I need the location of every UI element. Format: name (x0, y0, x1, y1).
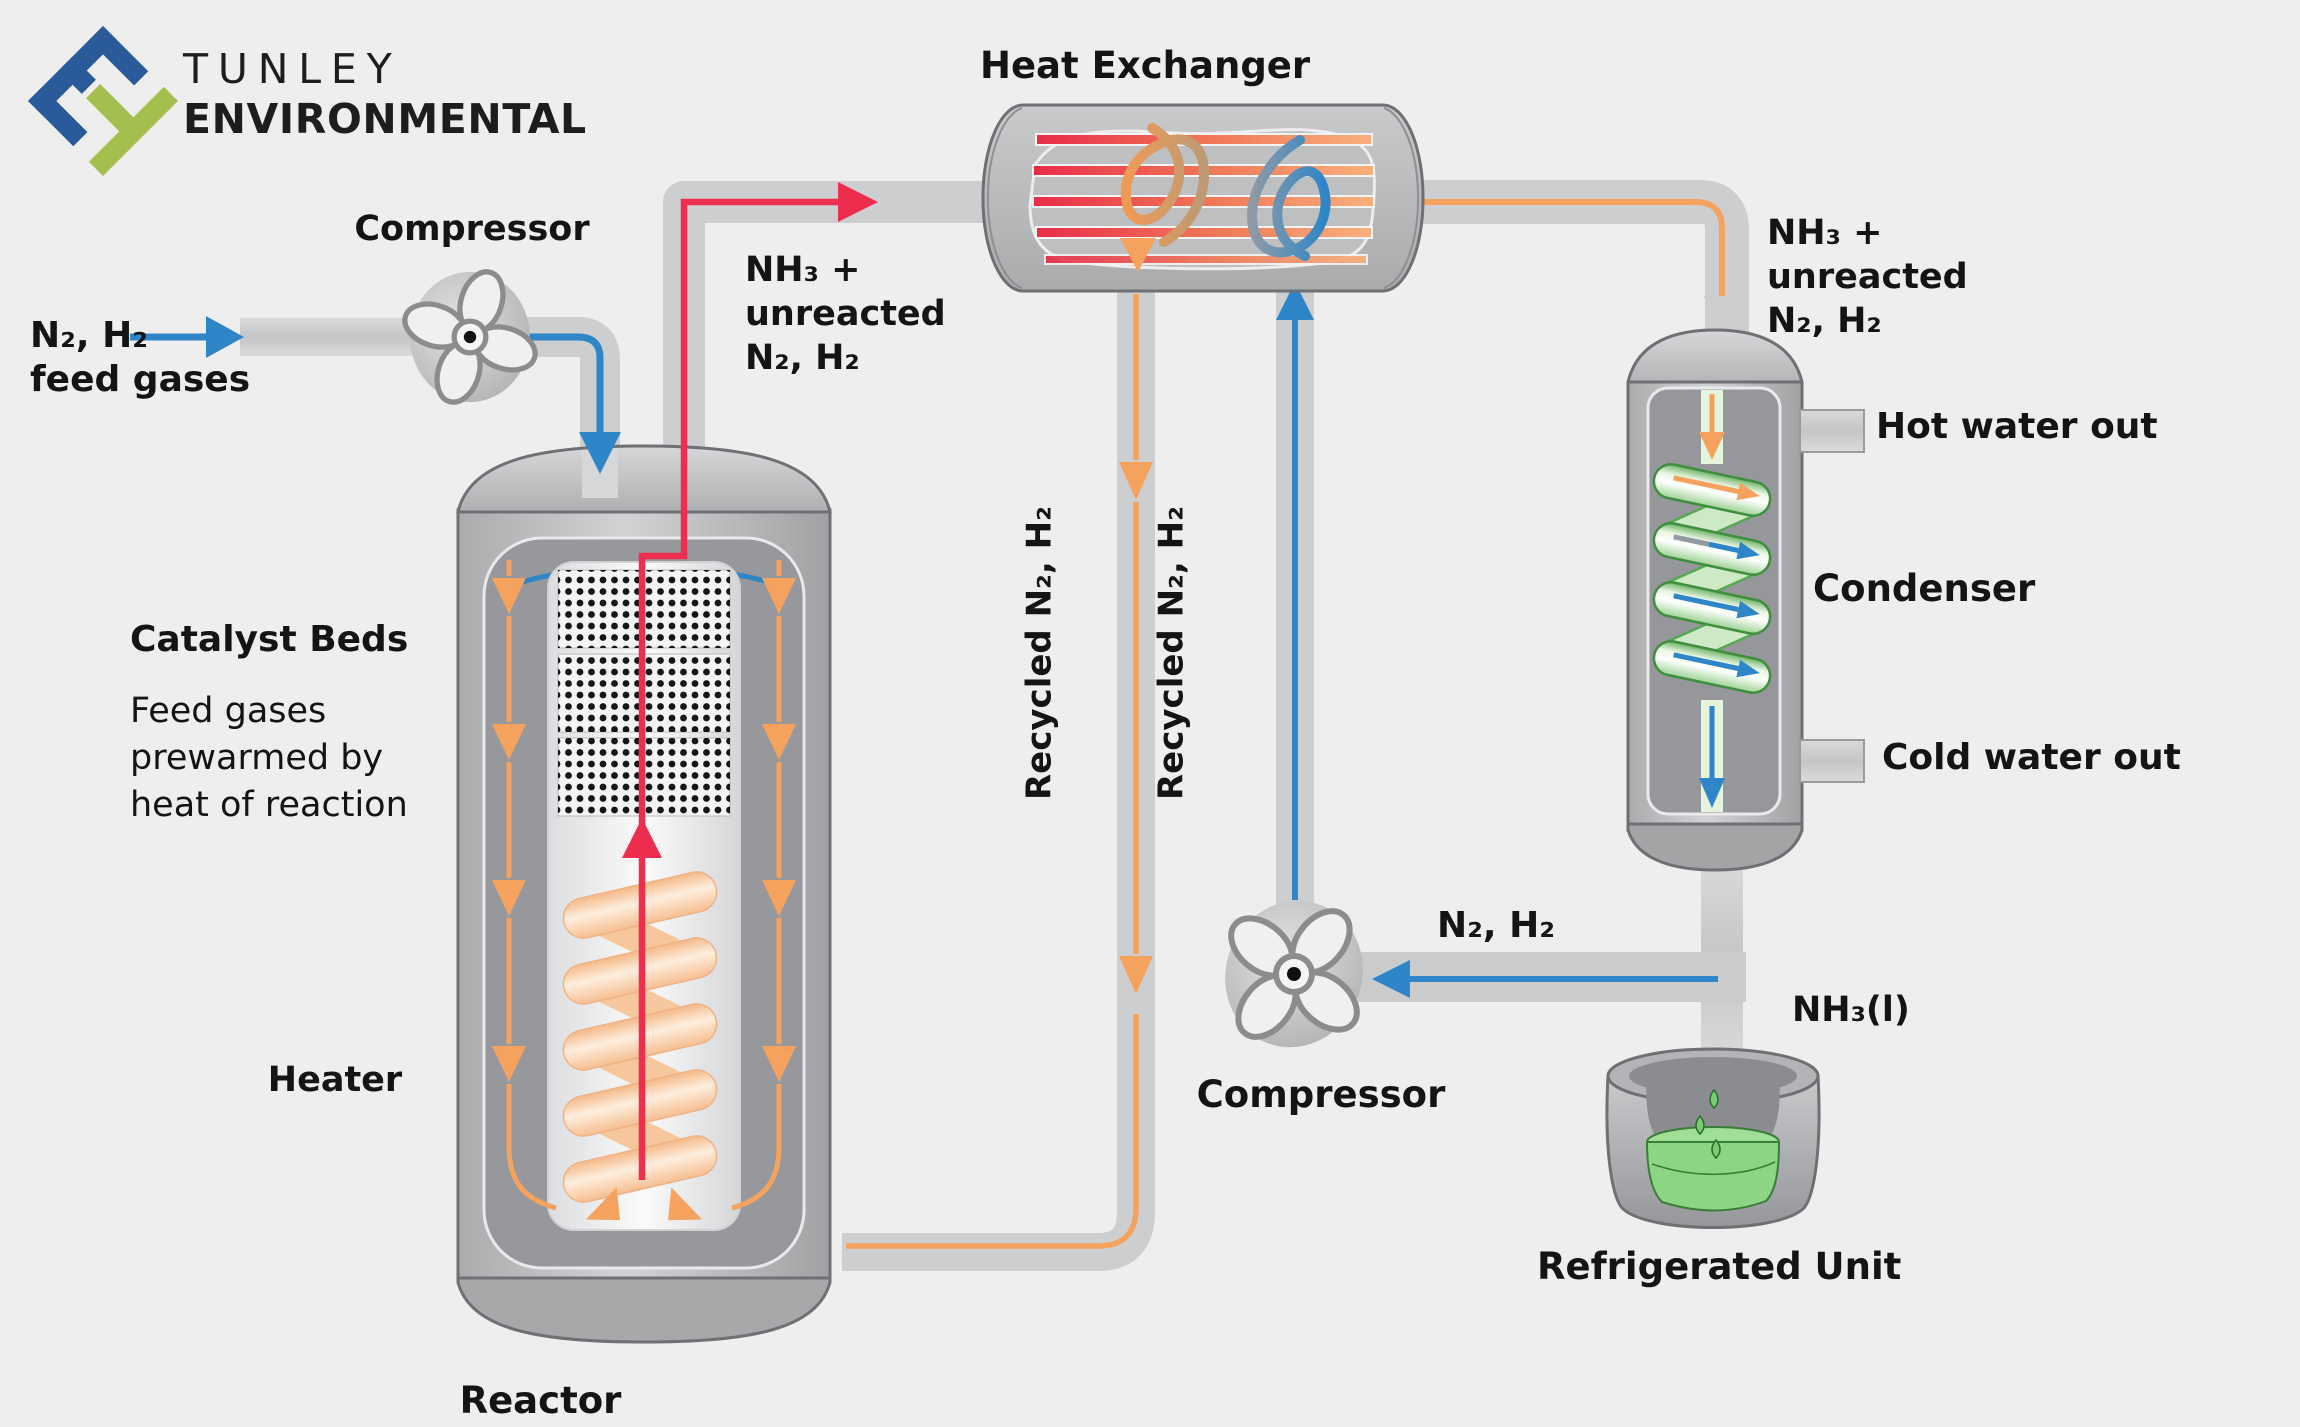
condenser-coil (1652, 463, 1772, 694)
liquid-ammonia-label: NH₃(l) (1792, 990, 1910, 1030)
blue-arrow-right-icon (1736, 541, 1760, 560)
red-arrow-right-icon (838, 182, 878, 222)
feed-flow-blue (130, 316, 621, 498)
orange-arrow-down-icon (1120, 238, 1156, 272)
heater-label: Heater (267, 1060, 403, 1100)
recycle-compressor-label: Compressor (1196, 1073, 1446, 1116)
blue-arrow-right-icon (1736, 659, 1760, 678)
feed-compressor-label: Compressor (354, 209, 590, 249)
blue-arrow-down-icon (1699, 778, 1725, 808)
reactor-label: Reactor (459, 1379, 622, 1422)
recycle-right-pipe (1276, 282, 1314, 938)
brand-name-2: ENVIRONMENTAL (183, 95, 587, 143)
heat-exchanger-vessel (981, 103, 1425, 293)
logo-icon (28, 26, 178, 176)
recycle-suction-pipe (1358, 952, 1746, 1002)
hx-hot-wave (1120, 123, 1210, 247)
hx-cold-wave (1246, 135, 1331, 261)
recycled-gas-right-label: Recycled N₂, H₂ (1151, 505, 1192, 801)
hx-to-condenser-pipe (1400, 180, 1749, 340)
liquid-droplets-icon (1695, 1088, 1721, 1160)
liquid-pool (1645, 1141, 1781, 1212)
condenser-vessel (1626, 296, 1865, 872)
hot-water-out-label: Hot water out (1876, 406, 2158, 447)
brand-name: TUNLEY (183, 45, 402, 93)
blue-arrow-right-icon (206, 316, 244, 358)
blue-arrow-right-icon (1736, 600, 1760, 619)
recycled-gas-left-label: Recycled N₂, H₂ (1019, 505, 1060, 801)
circulation-lines (506, 560, 782, 1211)
red-arrow-up-icon (622, 818, 662, 858)
recycle-gas-label: N₂, H₂ (1437, 905, 1556, 946)
cold-water-out-label: Cold water out (1882, 737, 2181, 778)
catalyst-beds-label: Catalyst Beds (130, 619, 409, 660)
circulation-arrowheads (492, 578, 796, 1221)
orange-arrow-down-icon (1119, 956, 1153, 994)
condenser-label: Condenser (1813, 567, 2036, 610)
blue-arrow-left-icon (1372, 960, 1410, 998)
orange-arrow-right-icon (1736, 482, 1760, 501)
recycle-left-pipe (842, 290, 1155, 1271)
blue-arrow-down-icon (579, 432, 621, 474)
orange-arrow-down-icon (1119, 462, 1153, 500)
hot-water-nozzle (1799, 409, 1865, 453)
refrigerated-unit-vessel (1605, 1047, 1821, 1229)
refrigerated-unit-label: Refrigerated Unit (1537, 1245, 1902, 1288)
product-flow-red (622, 182, 878, 1180)
cold-water-nozzle (1799, 739, 1865, 783)
heat-exchanger-label: Heat Exchanger (980, 44, 1311, 87)
blue-arrow-up-icon (1276, 282, 1314, 320)
feed-compressor-fan-icon (399, 266, 540, 407)
orange-arrow-down-icon (1699, 432, 1725, 460)
